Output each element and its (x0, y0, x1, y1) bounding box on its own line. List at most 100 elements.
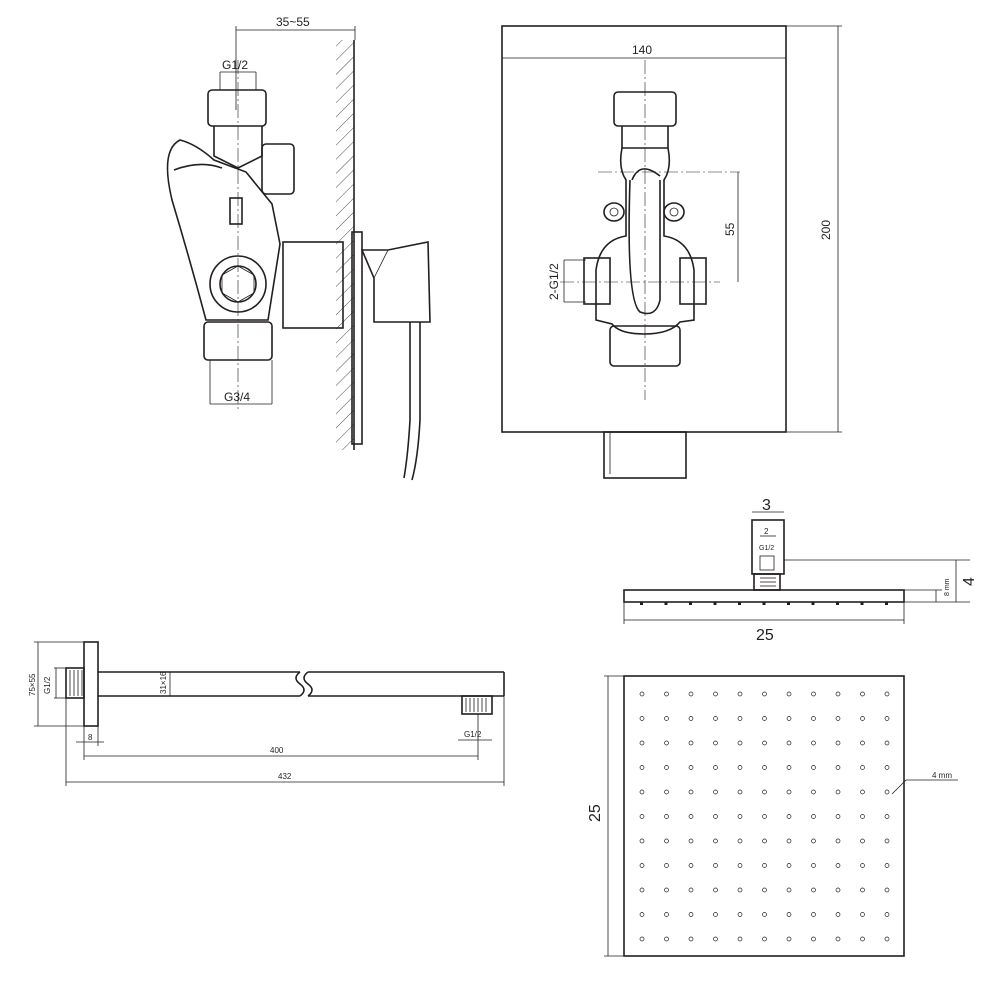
nozzle (639, 863, 645, 868)
nozzle (762, 691, 767, 697)
nozzle (639, 740, 645, 746)
dim-head-height: 4 (961, 577, 978, 586)
valve-lever (403, 322, 411, 479)
nozzle (737, 814, 743, 819)
nozzle (688, 789, 694, 795)
nozzle (884, 912, 890, 917)
wall-hatching (336, 40, 354, 450)
nozzle (639, 887, 645, 893)
nozzle (860, 740, 865, 746)
dim-head-thread: G1/2 (759, 545, 774, 552)
nozzle (713, 838, 718, 844)
nozzle (639, 691, 645, 697)
nozzle (688, 691, 694, 697)
nozzle (688, 838, 694, 844)
nozzle (639, 814, 645, 819)
body-window (229, 197, 243, 225)
nozzle (737, 912, 743, 917)
nozzle-tick (811, 602, 815, 605)
nozzle (786, 691, 792, 697)
front-handle (603, 431, 687, 479)
valve-front-view: 140 200 55 2-G1/2 (501, 25, 842, 479)
nozzle (884, 789, 890, 795)
nozzle (860, 887, 865, 893)
nozzle (639, 716, 645, 721)
nozzle-tick (689, 602, 692, 605)
nozzle (884, 838, 890, 844)
nozzle-tick (738, 602, 741, 605)
nozzle (835, 887, 841, 893)
nozzle (786, 789, 792, 795)
head-plate-plan (623, 675, 905, 957)
nozzle (884, 691, 890, 697)
nozzle-tick (713, 602, 717, 605)
nozzle (835, 838, 841, 844)
nozzle (639, 838, 645, 844)
nozzle (639, 765, 645, 770)
nozzle (737, 789, 743, 795)
nozzle-tick (787, 602, 790, 605)
dim-arm-length: 400 (270, 746, 284, 755)
outlet-left (583, 257, 611, 305)
front-plate (501, 25, 787, 433)
nozzle (762, 716, 767, 721)
nozzle (688, 814, 694, 819)
nozzle-tick (885, 602, 888, 605)
nozzle (664, 716, 669, 721)
nozzle (664, 691, 669, 697)
nozzle (713, 887, 718, 893)
nozzle (737, 838, 743, 844)
nozzle (835, 789, 841, 795)
nozzle (786, 838, 792, 844)
nozzle (664, 863, 669, 868)
nozzle (737, 740, 743, 746)
nozzle (786, 740, 792, 746)
nozzle (713, 716, 718, 721)
nozzle (884, 887, 890, 893)
dim-head-plate: 8 mm (944, 578, 951, 596)
nozzle (737, 691, 743, 697)
nozzle (884, 863, 890, 868)
nozzle (811, 936, 816, 942)
nozzle (860, 716, 865, 721)
nozzle (811, 814, 816, 819)
nozzle (737, 887, 743, 893)
nozzle (860, 691, 865, 697)
shower-head-plan-view: 25 4 mm (587, 675, 958, 957)
nozzle (811, 838, 816, 844)
nozzle (860, 814, 865, 819)
valve-cover-plate (351, 231, 363, 445)
nozzle (762, 838, 767, 844)
top-fitting (207, 89, 267, 127)
nozzle (762, 814, 767, 819)
dim-spacing: 55 (723, 222, 737, 236)
nozzle (664, 838, 669, 844)
dim-depth: 35~55 (276, 15, 310, 29)
nozzle (737, 765, 743, 770)
head-side-nozzles (640, 602, 888, 605)
nozzle (786, 716, 792, 721)
nozzle (713, 936, 718, 942)
nozzle-tick (836, 602, 839, 605)
nozzle (762, 740, 767, 746)
nozzle (664, 765, 669, 770)
valve-side-view: 35~55 G1/2 G3/4 (166, 15, 431, 481)
nozzle (713, 765, 718, 770)
dim-nozzle: 4 mm (932, 771, 952, 780)
nozzle-tick (664, 602, 668, 605)
nozzle (884, 716, 890, 721)
dim-head-top: 3 (762, 497, 771, 514)
nozzle (713, 814, 718, 819)
dim-arm-thread-left: G1/2 (43, 676, 52, 694)
nozzle (786, 863, 792, 868)
nozzle (835, 814, 841, 819)
dim-arm-thread-right: G1/2 (464, 730, 482, 739)
valve-neck (282, 241, 344, 329)
nozzle (688, 740, 694, 746)
nozzle (884, 936, 890, 942)
nozzle (835, 863, 841, 868)
valve-handle (360, 241, 431, 323)
shower-arm: 75×55 G1/2 31×16 8 400 432 G1/2 (28, 641, 505, 786)
nozzle (762, 936, 767, 942)
dim-arm-total: 432 (278, 772, 292, 781)
